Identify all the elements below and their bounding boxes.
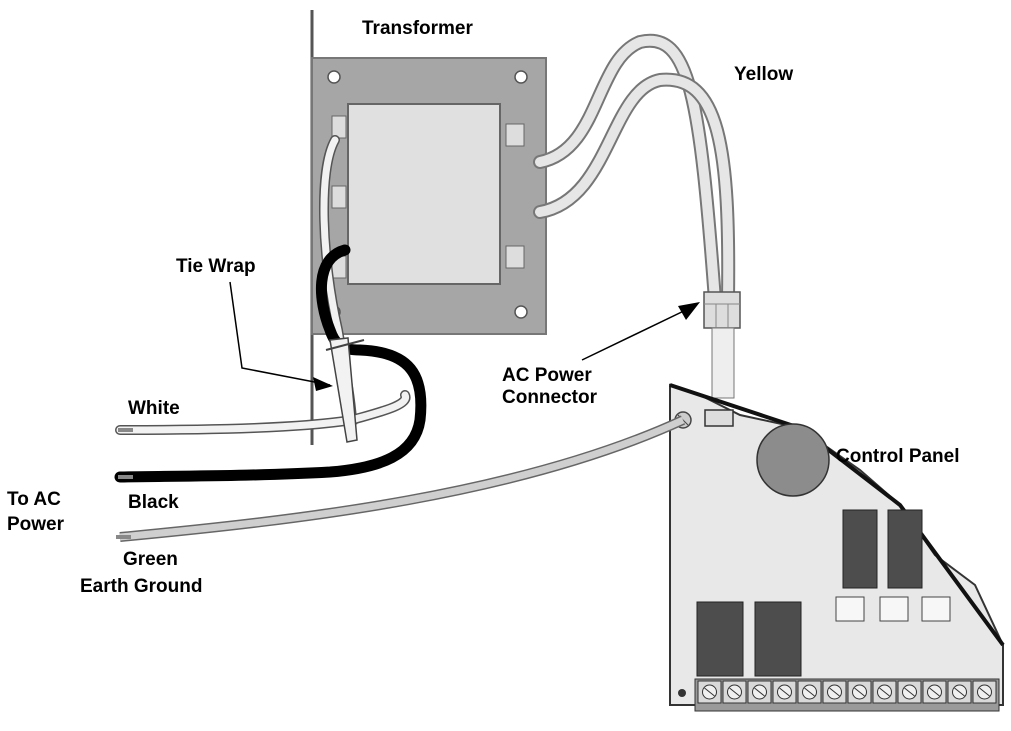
transformer-coil (347, 103, 501, 285)
transformer (311, 57, 547, 335)
control-panel-label: Control Panel (836, 446, 960, 467)
connector-housing (703, 291, 741, 329)
leader-lines (229, 281, 700, 391)
terminal-screw-slot (879, 687, 890, 697)
to-ac-power-label-line2: Power (7, 514, 65, 535)
ac-power-connector (703, 291, 741, 399)
relay (696, 601, 744, 677)
terminal-screw-slot (804, 687, 815, 697)
mounting-hole (514, 70, 528, 84)
terminal-tab (331, 115, 347, 139)
capacitor (756, 423, 830, 497)
black-wire (114, 244, 427, 483)
terminal-tab (505, 245, 525, 269)
tie-wrap (325, 337, 365, 443)
terminal-screw-slot (904, 687, 915, 697)
terminal-screw-slot (929, 687, 940, 697)
ac-connector-arrowhead (678, 302, 700, 320)
ac-connector-label-line2: Connector (502, 387, 598, 408)
yellow-label: Yellow (734, 64, 793, 85)
led-indicator (921, 596, 951, 622)
to-ac-power-label-line1: To AC (7, 489, 61, 510)
tie-wrap-label: Tie Wrap (176, 256, 256, 277)
earth-ground-label: Earth Ground (80, 576, 202, 597)
mounting-hole (327, 70, 341, 84)
transformer-label: Transformer (362, 18, 473, 39)
terminal-tab (331, 185, 347, 209)
ac-connector-label-line1: AC Power (502, 365, 592, 386)
relay (754, 601, 802, 677)
green-wire-label: Green (123, 549, 178, 570)
terminal-block-strip (694, 678, 1000, 712)
terminal-tab (505, 123, 525, 147)
led-indicator (835, 596, 865, 622)
board-ac-socket (704, 409, 734, 427)
terminal-screw-slot (979, 687, 990, 697)
terminal-screw-slot (754, 687, 765, 697)
tie-wrap-leader (229, 281, 331, 386)
status-led (678, 689, 686, 697)
terminal-screw-slot (829, 687, 840, 697)
mounting-hole (514, 305, 528, 319)
terminal-screw-slot (704, 687, 715, 697)
yellow-wires (533, 33, 736, 307)
terminal-screw-slot (729, 687, 740, 697)
control-panel-board (669, 383, 1005, 712)
led-indicator (879, 596, 909, 622)
terminal-screw-slot (954, 687, 965, 697)
tie-wrap-arrowhead (313, 377, 333, 391)
connector-lead (711, 327, 735, 399)
green-earth-ground-wire (119, 415, 686, 542)
terminal-screw-slot (854, 687, 865, 697)
terminal-screw-slot (779, 687, 790, 697)
relay (842, 509, 878, 589)
ac-connector-leader (581, 307, 691, 361)
white-wire-label: White (128, 398, 180, 419)
relay (887, 509, 923, 589)
black-wire-label: Black (128, 492, 179, 513)
